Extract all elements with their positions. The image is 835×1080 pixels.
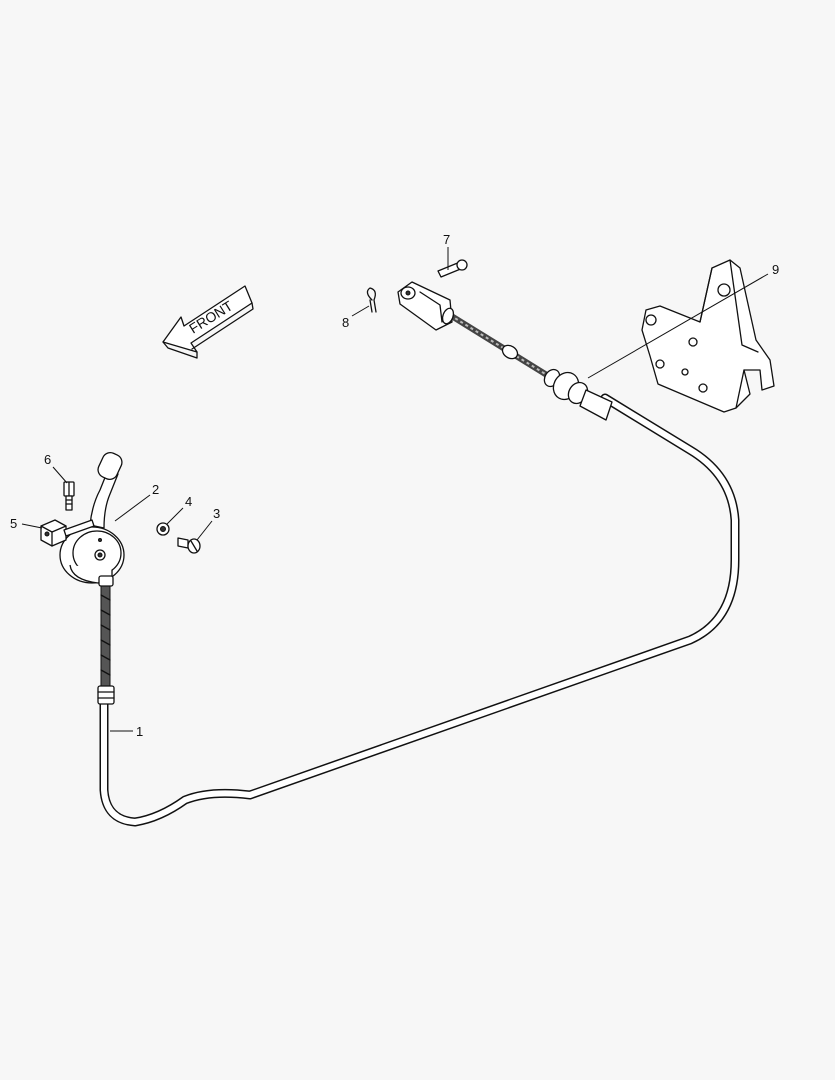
clamp-block (40, 519, 95, 547)
callouts: 1 2 3 4 5 6 7 8 9 (10, 232, 779, 739)
callout-3: 3 (213, 506, 220, 521)
front-direction-arrow: FRONT (162, 285, 254, 359)
callout-5: 5 (10, 516, 17, 531)
clevis (397, 281, 455, 331)
mounting-bracket (641, 259, 775, 413)
callout-8: 8 (342, 315, 349, 330)
spring-clip (366, 287, 377, 313)
callout-7: 7 (443, 232, 450, 247)
clevis-pin (437, 259, 468, 278)
control-lever (59, 451, 125, 587)
callout-1: 1 (136, 724, 143, 739)
callout-2: 2 (152, 482, 159, 497)
bolt (63, 481, 75, 511)
callout-4: 4 (185, 494, 192, 509)
control-cable (97, 309, 740, 827)
callout-9: 9 (772, 262, 779, 277)
screw (177, 537, 201, 554)
washer (156, 522, 170, 536)
callout-6: 6 (44, 452, 51, 467)
